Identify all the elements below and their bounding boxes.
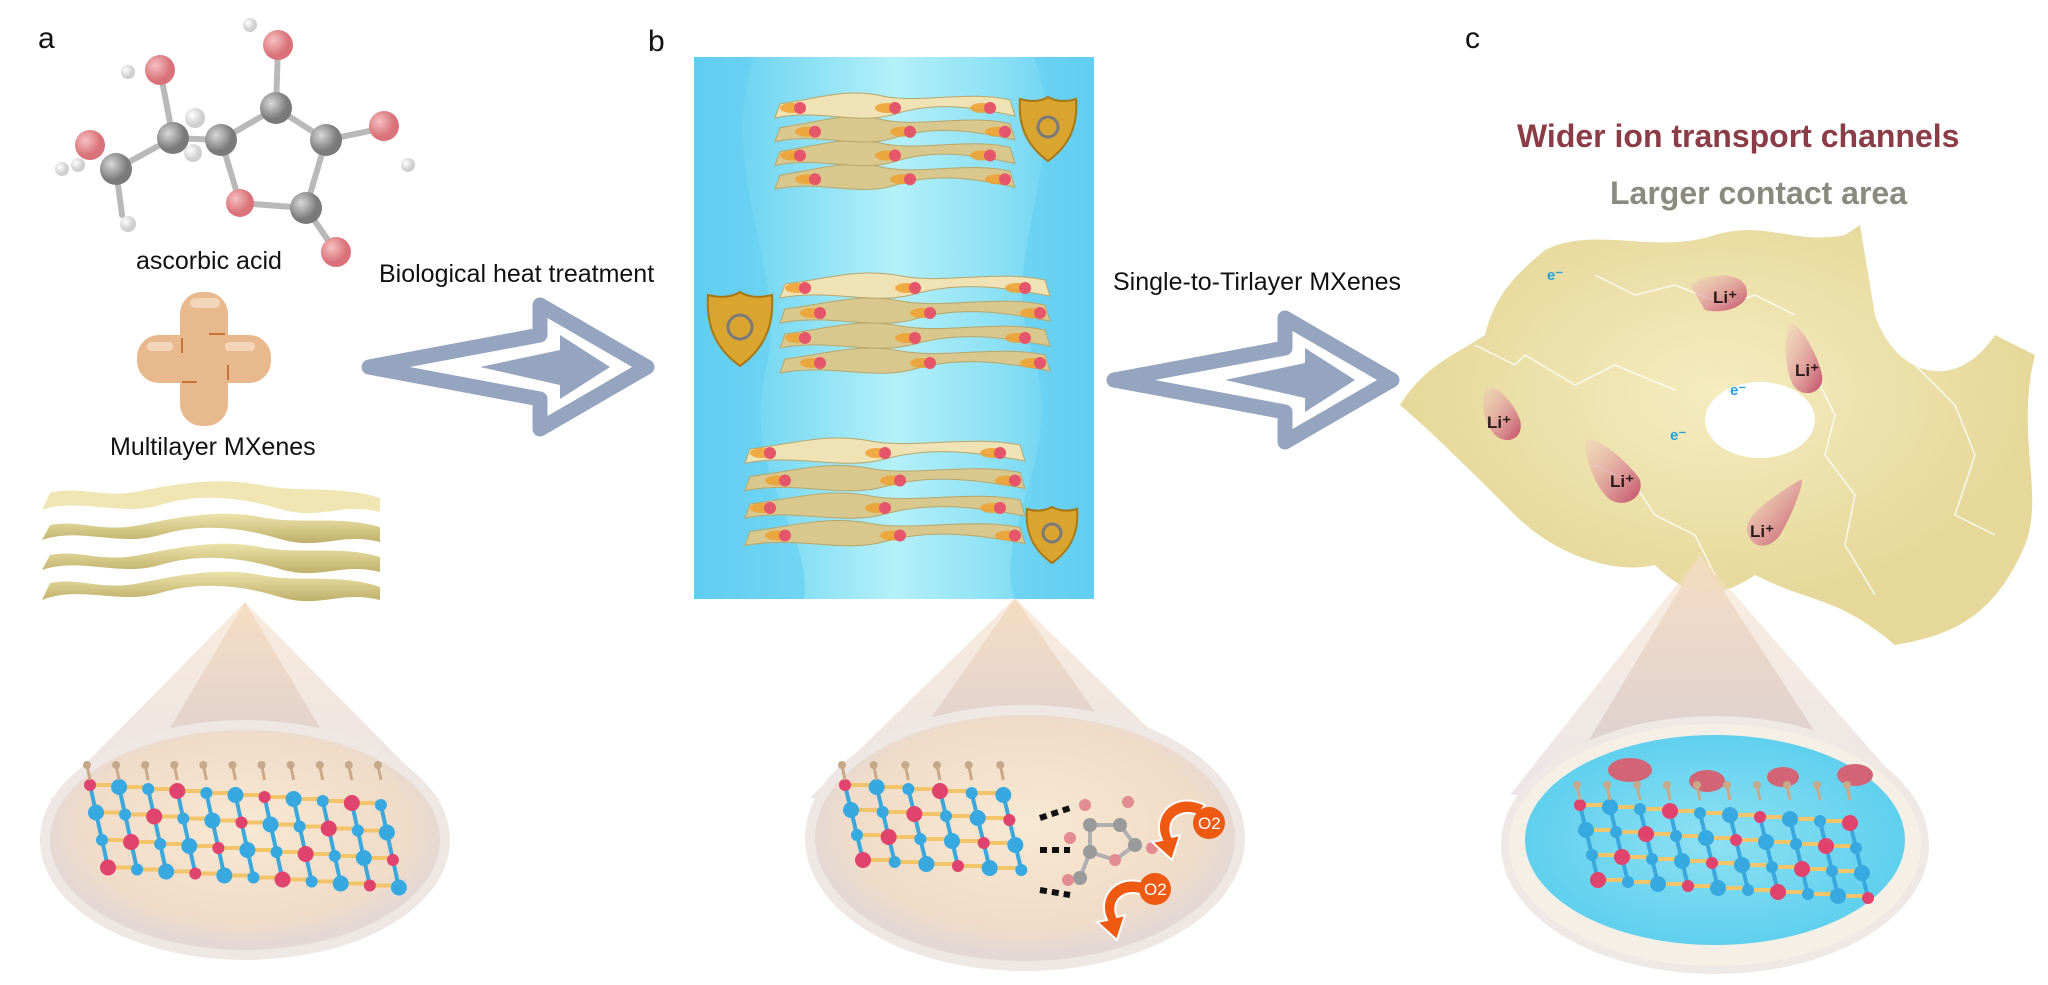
panel-label-b: b [648,25,665,58]
antioxidant-shield-icon-1 [1018,95,1078,163]
headline-contact-area: Larger contact area [1610,175,1908,211]
ascorbic-acid-caption: ascorbic acid [136,247,282,275]
lithium-ion-droplet-3: Li⁺ [1585,439,1641,503]
atomic-lattice [1573,781,1874,904]
double-chevron-arrow-icon-1 [361,297,655,437]
arrow-1-label: Biological heat treatment [379,260,655,288]
o2-badge-2: O2 [1139,873,1171,905]
multilayer-mxenes-caption: Multilayer MXenes [110,433,316,461]
arrow-2-label: Single-to-Tirlayer MXenes [1113,268,1402,296]
hydrogen-bond-dashes [1039,805,1071,898]
lattice-in-electrolyte-icon [1573,781,1874,904]
mxene-sheet-stack-2 [779,272,1051,374]
lithium-ion-droplet-4: Li⁺ [1785,324,1823,394]
electron-label-1: e⁻ [1547,267,1563,284]
zoom-cone-b [805,598,1245,971]
atomic-lattice [838,761,1028,876]
li-label-4: Li⁺ [1795,361,1819,380]
li-label-1: Li⁺ [1713,288,1737,307]
antioxidant-shield-icon-3 [1025,505,1079,565]
lithium-ion-droplet-2: Li⁺ [1483,387,1521,440]
mxene-sheet-stack-1 [774,92,1016,191]
lithium-ions-layer: Li⁺ Li⁺ Li⁺ Li⁺ Li⁺ e⁻ e⁻ e⁻ [1483,267,1823,546]
lens-lithium-droplets [1608,758,1873,792]
o2-deflect-arrow-icon-2 [1094,879,1152,942]
plus-icon [137,292,271,426]
o2-badge-1: O2 [1193,807,1225,839]
o2-badge-1-text: O2 [1198,814,1221,833]
li-label-5: Li⁺ [1750,522,1774,541]
panel-label-c: c [1465,22,1480,55]
lattice-with-ascorbic-binding-icon [838,761,1028,876]
o2-deflect-arrow-icon-1 [1149,799,1207,862]
o2-badge-2-text: O2 [1144,880,1167,899]
mxene-sheet-stack-3 [744,437,1026,547]
atomic-lattice [83,761,407,896]
li-label-3: Li⁺ [1610,472,1634,491]
atomic-lattice-icon-a [83,761,407,896]
headline-ion-channels: Wider ion transport channels [1517,118,1960,154]
lithium-ion-droplet-5: Li⁺ [1746,479,1803,546]
electron-label-2: e⁻ [1730,382,1746,399]
antioxidant-shield-icon-2 [706,290,774,368]
li-label-2: Li⁺ [1487,413,1511,432]
crumpled-mxene-sheets-icon [1400,225,2035,645]
electron-label-3: e⁻ [1670,427,1686,444]
panel-label-a: a [38,22,55,55]
ascorbic-acid-bound-icon [1062,796,1158,886]
double-chevron-arrow-icon-2 [1106,310,1400,450]
multilayer-mxene-sheets-icon [42,481,380,602]
lithium-ion-droplet-1: Li⁺ [1690,275,1747,312]
